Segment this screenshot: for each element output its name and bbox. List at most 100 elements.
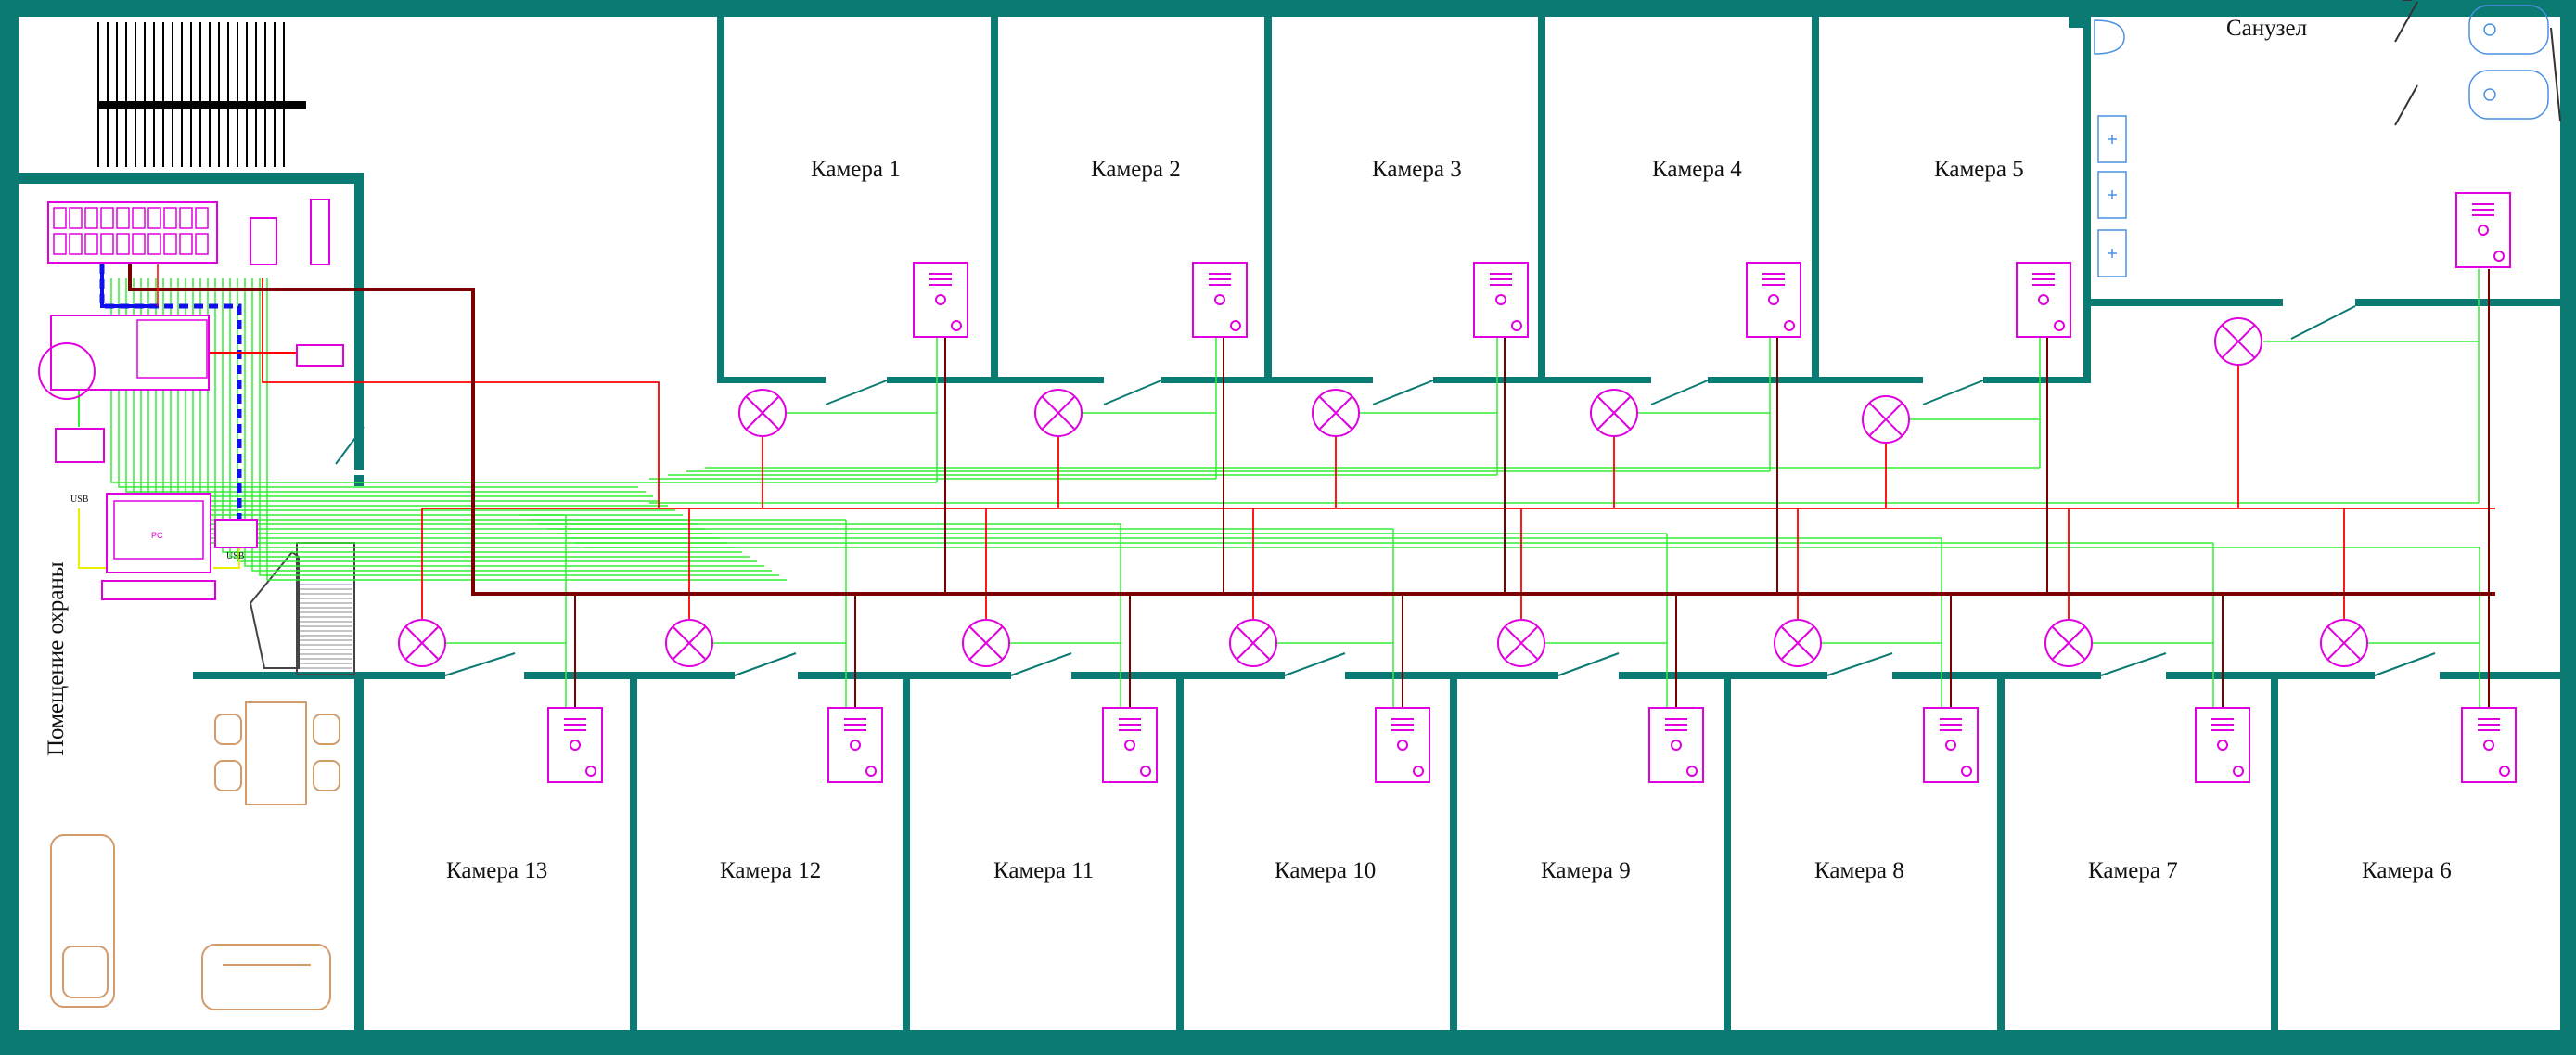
door xyxy=(1826,652,1893,676)
panel-slot xyxy=(84,207,98,229)
keypad-icon xyxy=(136,319,208,379)
table-icon xyxy=(245,701,307,805)
detector-cross xyxy=(1042,396,1075,430)
intercom-panel-icon xyxy=(2455,192,2511,268)
intercom-speaker xyxy=(2499,766,2510,777)
door xyxy=(1650,380,1709,405)
intercom-speaker xyxy=(585,766,596,777)
signal-bundle-line xyxy=(244,278,764,567)
sofa-icon xyxy=(50,834,115,1008)
usb-link xyxy=(78,508,107,569)
antenna-icon xyxy=(296,344,344,367)
detector-cross xyxy=(2327,626,2361,660)
detector-cross xyxy=(405,626,439,660)
signal-bundle-line xyxy=(222,278,742,553)
intercom-panel-icon xyxy=(827,707,883,783)
intercom-button xyxy=(2478,225,2489,236)
cell-label-9: Камера 9 xyxy=(1541,858,1631,883)
intercom-panel-icon xyxy=(547,707,603,783)
intercom-panel-icon xyxy=(2016,262,2071,338)
signal-bundle-line xyxy=(199,278,720,539)
chair-icon xyxy=(214,760,242,791)
sink-icon xyxy=(2094,19,2125,55)
detector-cross xyxy=(1869,403,1903,436)
cell-partition xyxy=(1997,672,2005,1034)
partition xyxy=(2550,27,2561,122)
detector-cross xyxy=(1781,626,1814,660)
intercom-speaker xyxy=(1230,320,1241,331)
door xyxy=(1557,652,1620,676)
cell-label-8: Камера 8 xyxy=(1814,858,1904,883)
phone-station-icon xyxy=(50,315,210,391)
intercom-button xyxy=(850,740,861,751)
usb-link xyxy=(213,547,240,569)
bathroom-wall xyxy=(2083,299,2283,306)
stair-rail xyxy=(98,101,306,109)
toilet-icon xyxy=(2468,5,2549,55)
door xyxy=(825,380,888,405)
cell-label-4: Камера 4 xyxy=(1652,157,1742,182)
urinal-icon xyxy=(2097,171,2127,219)
intercom-panel-icon xyxy=(1746,262,1801,338)
signal-bundle-line xyxy=(155,278,675,511)
intercom-panel-icon xyxy=(1102,707,1158,783)
panel-slot xyxy=(163,233,177,255)
panel-slot xyxy=(69,233,83,255)
detector-cross xyxy=(969,626,1003,660)
intercom-speaker xyxy=(951,320,962,331)
cell-label-3: Камера 3 xyxy=(1372,157,1462,182)
door xyxy=(1284,652,1346,676)
panel-slot xyxy=(100,207,114,229)
intercom-speaker xyxy=(865,766,877,777)
intercom-button xyxy=(1214,294,1225,305)
pc-icon xyxy=(106,493,211,573)
cell-partition xyxy=(991,17,998,380)
intercom-panel-icon xyxy=(1192,262,1248,338)
signal-bundle-line xyxy=(140,278,660,502)
usb-label-1: USB xyxy=(70,495,89,505)
pc-screen xyxy=(113,500,204,560)
desk-icon xyxy=(296,542,355,675)
cell-label-1: Камера 1 xyxy=(811,157,901,182)
panel-slot xyxy=(53,233,67,255)
intercom-speaker xyxy=(2493,251,2505,262)
intercom-button xyxy=(1495,294,1506,305)
intercom-button xyxy=(2038,294,2049,305)
guard-room-label: Помещение охраны xyxy=(44,561,69,756)
intercom-speaker xyxy=(2233,766,2244,777)
chair-icon xyxy=(249,550,300,669)
cell-label-11: Камера 11 xyxy=(993,858,1094,883)
corridor-wall-top xyxy=(1161,377,1373,383)
intercom-button xyxy=(1945,740,1956,751)
devices xyxy=(398,192,2517,783)
detector-cross xyxy=(1597,396,1631,430)
door xyxy=(734,652,797,676)
cell-label-2: Камера 2 xyxy=(1091,157,1181,182)
intercom-button xyxy=(1768,294,1779,305)
corridor-wall-bottom xyxy=(1892,672,2101,679)
usb-label-2: USB xyxy=(226,551,245,561)
cell-partition xyxy=(1264,17,1272,380)
panel-slot xyxy=(116,233,130,255)
intercom-speaker xyxy=(1140,766,1151,777)
cell-partition xyxy=(1538,17,1545,380)
intercom-button xyxy=(2483,740,2494,751)
panel-slot xyxy=(116,207,130,229)
intercom-speaker xyxy=(1784,320,1795,331)
outer-wall-right xyxy=(2560,0,2576,1055)
panel-slot xyxy=(69,207,83,229)
panel-slot xyxy=(132,207,146,229)
cushion-icon xyxy=(62,946,109,998)
corridor-wall-top xyxy=(1433,377,1651,383)
cell-label-6: Камера 6 xyxy=(2362,858,2452,883)
cell-label-7: Камера 7 xyxy=(2088,858,2178,883)
signal-bundle-line xyxy=(266,278,787,581)
intercom-speaker xyxy=(1686,766,1698,777)
corridor-wall-bottom xyxy=(2440,672,2560,679)
corridor-wall-bottom xyxy=(524,672,735,679)
door xyxy=(1922,380,1984,405)
data-line xyxy=(99,264,242,520)
panel-slot xyxy=(100,233,114,255)
